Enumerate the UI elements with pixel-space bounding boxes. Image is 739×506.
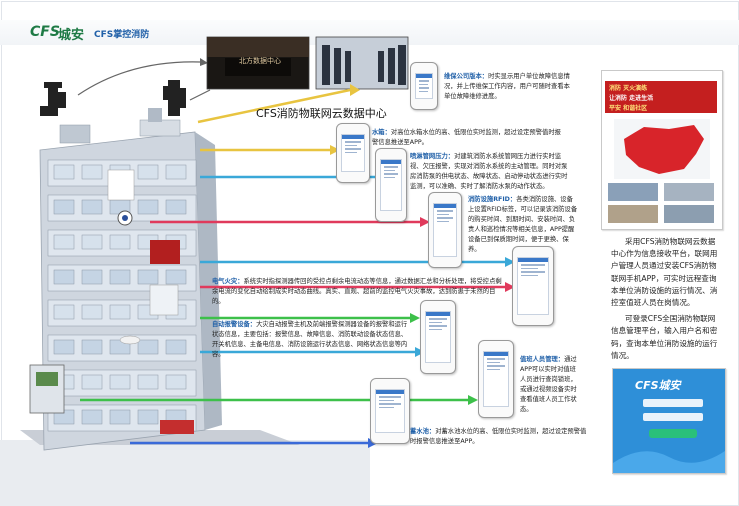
- device-panels: [29, 169, 194, 434]
- building-window: [137, 199, 159, 215]
- building-window: [81, 199, 103, 215]
- phone-mockup-tank: [336, 123, 370, 183]
- phone-mockup-electric: [512, 246, 554, 326]
- news-thumbs: [608, 183, 716, 223]
- building-window: [165, 199, 187, 215]
- brand-logo-latin: CFS: [30, 24, 60, 40]
- building-window: [81, 234, 103, 250]
- description-paragraph: 可登录CFS全国消防物联网信息管理平台，输入用户名和密码，查询本单位消防设施的运…: [611, 314, 718, 360]
- app-login-button[interactable]: [649, 429, 697, 438]
- description-paragraph: 采用CFS消防物联网云数据中心作为信息接收平台，联网用户管理人员通过安装CFS消…: [611, 237, 718, 308]
- comm-tower-left: [40, 82, 66, 116]
- building-window: [165, 374, 187, 390]
- building-window: [165, 269, 187, 285]
- phone-mockup-duty: [478, 340, 514, 418]
- phone-mockup-sprinkler: [375, 148, 407, 222]
- building-window: [109, 269, 131, 285]
- phone-mockup-maintenance: [410, 62, 438, 110]
- callout-sprinkler-pressure: 喷淋管网压力：对建筑消防水系统管网压力进行实时监视、欠压报警，实现对消防水系统的…: [410, 153, 568, 190]
- callout-water-tank: 水箱：对高位水箱水位的高、低限位实时监测，超过设定预警值时报警信息推送至APP。: [372, 129, 561, 146]
- phone-mockup-alarm: [420, 300, 456, 374]
- building-window: [53, 339, 75, 355]
- building-window: [109, 304, 131, 320]
- china-map: [614, 119, 710, 179]
- ground-area: [0, 430, 370, 506]
- data-center-sign: 北方数据中心: [239, 57, 281, 65]
- data-center-caption: CFS消防物联网云数据中心: [256, 107, 387, 120]
- building-window: [81, 409, 103, 425]
- building-window: [165, 164, 187, 180]
- callout-auto-alarm: 自动报警设备：大灾自动报警主机及前端报警探测器设备的报警和运行状态信息，主要包括…: [212, 321, 408, 358]
- slogan: CFS掌控消防: [94, 30, 150, 40]
- building-window: [81, 339, 103, 355]
- building-window: [53, 164, 75, 180]
- data-center-photo-2: [315, 36, 409, 90]
- building-body: [39, 108, 222, 451]
- building-window: [137, 269, 159, 285]
- callout-reservoir: 蓄水池：对蓄水池水位的高、低限位实时监测，超过设定预警值时报警信息推送至APP。: [410, 428, 587, 445]
- building-window: [81, 269, 103, 285]
- app-screenshot: CFS城安: [612, 368, 726, 474]
- building-window: [137, 339, 159, 355]
- app-decoration: [613, 451, 725, 473]
- signal-arrow-left: [77, 61, 201, 96]
- building-window: [53, 234, 75, 250]
- app-password-field[interactable]: [643, 413, 703, 421]
- phone-mockup-rfid: [428, 192, 462, 268]
- callout-electrical-fire: 电气火灾：系统实时指探测器传回的受控点剩余电流动态等信息，通过数据汇总和分析处理…: [212, 278, 502, 305]
- app-logo: CFS城安: [635, 379, 681, 392]
- callout-rfid: 消防设施RFID：各类消防设施、设备上设置RFID标签，可以记录该消防设备的购买…: [468, 196, 578, 253]
- building-window: [81, 164, 103, 180]
- web-platform-screenshot: 消防 灭火演练 让消防 走进生活 平安 和谐社区: [601, 70, 723, 230]
- data-center-photo-1: [206, 36, 310, 90]
- callout-maintenance: 维保公司版本：时实显示用户单位故障信息情况，并上传维保工作内容，用户可随时查看本…: [444, 73, 570, 100]
- platform-description: 采用CFS消防物联网云数据中心作为信息接收平台，联网用户管理人员通过安装CFS消…: [611, 236, 718, 366]
- building-window: [137, 374, 159, 390]
- building-window: [109, 374, 131, 390]
- building-window: [81, 304, 103, 320]
- building-window: [137, 409, 159, 425]
- banner: 消防 灭火演练 让消防 走进生活 平安 和谐社区: [605, 81, 717, 113]
- building-window: [53, 269, 75, 285]
- building-window: [137, 164, 159, 180]
- comm-tower-right: [163, 80, 186, 116]
- building-window: [53, 304, 75, 320]
- callout-duty-staff: 值班人员管理：通过APP可以实时对值班人员进行查岗锁班，或通过视频设备实时查看值…: [520, 356, 577, 413]
- building-window: [109, 234, 131, 250]
- brand-logo-chinese: 城安: [58, 28, 85, 43]
- app-username-field[interactable]: [643, 399, 703, 407]
- building-window: [53, 199, 75, 215]
- building-window: [81, 374, 103, 390]
- building-window: [109, 409, 131, 425]
- building-window: [165, 339, 187, 355]
- phone-mockup-reservoir: [370, 378, 410, 444]
- signal-arrow-right: [189, 89, 211, 101]
